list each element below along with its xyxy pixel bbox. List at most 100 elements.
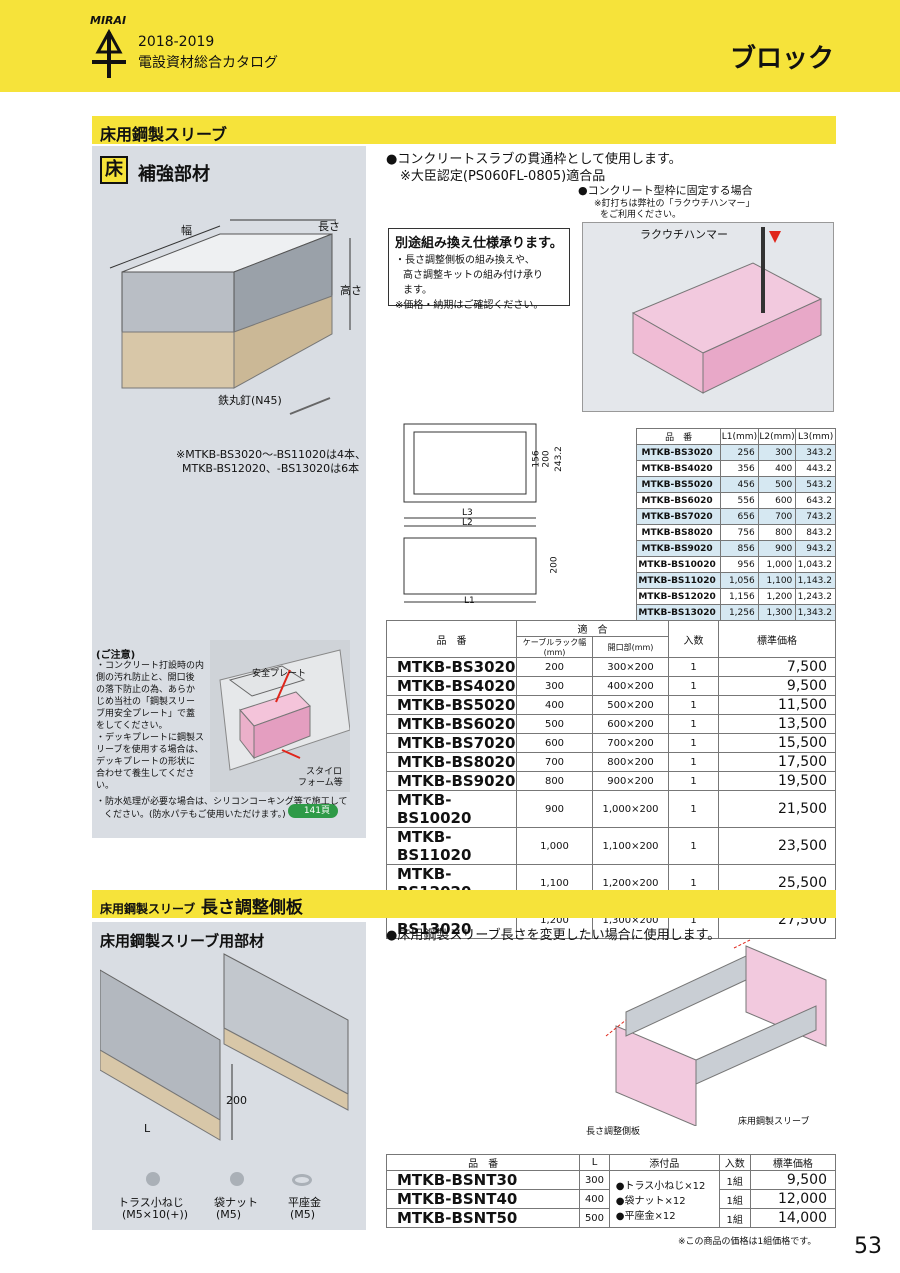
price-cell-0: MTKB-BS11020: [386, 827, 517, 865]
section2-subtitle: 床用鋼製スリーブ用部材: [100, 932, 265, 950]
caution-line: 合わせて養生してくださ: [96, 769, 195, 779]
price-cell-1: 500: [516, 714, 593, 734]
price-header-pn: 品 番: [386, 620, 517, 658]
section1-title: 床用鋼製スリーブ: [92, 116, 836, 144]
dim-l2: L2: [462, 518, 473, 528]
spec-cell-2: 800: [757, 524, 797, 541]
price-header-fit: 適 合: [516, 620, 669, 637]
price-header-row: 品 番 適 合 入数 標準価格: [386, 620, 836, 658]
spec-cell-3: 1,343.2: [795, 604, 836, 621]
safety-plate-label: 安全プレート: [252, 669, 307, 679]
part-spec-1: (M5): [216, 1208, 242, 1221]
price-cell-4: 11,500: [718, 695, 836, 715]
spec-cell-0: MTKB-BS6020: [635, 492, 722, 509]
spec-cell-2: 400: [757, 460, 797, 477]
page-category: ブロック: [729, 44, 834, 74]
nail-label: 鉄丸釘(N45): [218, 394, 282, 407]
side-plate-l: 400: [579, 1189, 610, 1209]
side-plate-l: 500: [579, 1208, 610, 1228]
spec-cell-2: 500: [757, 476, 797, 493]
part-name-0: トラス小ねじ: [118, 1196, 184, 1209]
price-cell-0: MTKB-BS9020: [386, 771, 517, 791]
side-plate-qty: 1組: [718, 1170, 751, 1190]
price-header-open: 開口部(mm): [592, 636, 669, 658]
side-plate-header-0: 品 番: [385, 1154, 581, 1171]
caution-line: の落下防止の為、あらか: [96, 685, 196, 695]
caution-line: 側の汚れ防止と、開口後: [96, 673, 195, 683]
price-cell-1: 600: [516, 733, 593, 753]
catalog-title: 電設資材総合カタログ: [138, 55, 278, 71]
price-cell-3: 1: [668, 733, 719, 753]
price-cell-4: 9,500: [718, 676, 836, 696]
caution-line: リーブを使用する場合は、: [96, 745, 204, 755]
dim-length-label: 長さ: [318, 220, 340, 233]
price-table: 品 番 適 合 入数 標準価格 ケーブルラック幅(mm) 開口部(mm) MTK…: [386, 620, 836, 939]
price-note: ※この商品の価格は1組価格です。: [678, 1237, 817, 1247]
label-side-plate: 長さ調整側板: [586, 1127, 641, 1137]
spec-cell-1: 656: [720, 508, 759, 525]
spec-cell-3: 543.2: [795, 476, 836, 493]
price-cell-4: 7,500: [718, 657, 836, 677]
dim-200: 200: [541, 450, 552, 468]
floor-badge: 床: [100, 156, 128, 184]
waterproof-2[interactable]: ください。(防水パテもご使用いただけます。): [104, 810, 286, 820]
desc-1: ●コンクリートスラブの貫通枠として使用します。: [386, 152, 682, 167]
styro-label: スタイロ: [306, 767, 343, 777]
caution-line: をしてください。: [96, 721, 168, 731]
spec-cell-3: 1,043.2: [795, 556, 836, 573]
washer-icon: [292, 1174, 312, 1186]
side-plate-header-2: 添付品: [608, 1154, 720, 1171]
spec-cell-1: 1,156: [720, 588, 759, 605]
side-plate-header-3: 入数: [718, 1154, 751, 1171]
part-spec-2: (M5): [290, 1208, 316, 1221]
page-ref-button[interactable]: 141頁: [288, 804, 338, 818]
fix-note: ●コンクリート型枠に固定する場合: [578, 184, 753, 197]
label-sleeve: 床用鋼製スリーブ: [738, 1117, 810, 1127]
dim-l1: L1: [464, 596, 475, 606]
side-plate-qty: 1組: [718, 1189, 751, 1209]
side-plate-l: 300: [579, 1170, 610, 1190]
section2-desc: ●床用鋼製スリーブ長さを変更したい場合に使用します。: [386, 928, 721, 943]
spec-header-1: L1(mm): [720, 428, 759, 445]
side-plate-price: 12,000: [749, 1189, 837, 1209]
dim-h200: 200: [549, 556, 560, 574]
catalog-year: 2018-2019: [138, 34, 215, 50]
side-plate-pn: MTKB-BSNT50: [385, 1208, 581, 1228]
price-header-rack: ケーブルラック幅(mm): [516, 636, 593, 658]
dim-width-label: 幅: [181, 224, 192, 237]
price-cell-4: 19,500: [718, 771, 836, 791]
spec-header-3: L3(mm): [795, 428, 836, 445]
price-header-price: 標準価格: [718, 620, 836, 658]
price-cell-2: 800×200: [592, 752, 669, 772]
nail-note-2: MTKB-BS12020、-BS13020は6本: [182, 462, 360, 475]
spec-cell-1: 1,256: [720, 604, 759, 621]
desc-2: ※大臣認定(PS060FL-0805)適合品: [400, 169, 606, 184]
price-cell-2: 1,000×200: [592, 790, 669, 828]
side-plate-accessories: ●トラス小ねじ×12●袋ナット×12●平座金×12: [608, 1170, 720, 1228]
price-cell-0: MTKB-BS10020: [386, 790, 517, 828]
price-cell-0: MTKB-BS5020: [386, 695, 517, 715]
side-plate-pn: MTKB-BSNT30: [385, 1170, 581, 1190]
dim-height-label: 高さ: [340, 284, 362, 297]
spec-cell-1: 1,056: [720, 572, 759, 589]
caution-line: い。: [96, 781, 115, 791]
price-cell-0: MTKB-BS3020: [386, 657, 517, 677]
price-cell-1: 300: [516, 676, 593, 696]
price-header-qty: 入数: [668, 620, 719, 658]
caution-line: ・コンクリート打設時の内: [96, 661, 205, 671]
spec-cell-1: 756: [720, 524, 759, 541]
price-cell-4: 21,500: [718, 790, 836, 828]
styro-label-2: フォーム等: [298, 778, 343, 788]
price-cell-1: 1,000: [516, 827, 593, 865]
